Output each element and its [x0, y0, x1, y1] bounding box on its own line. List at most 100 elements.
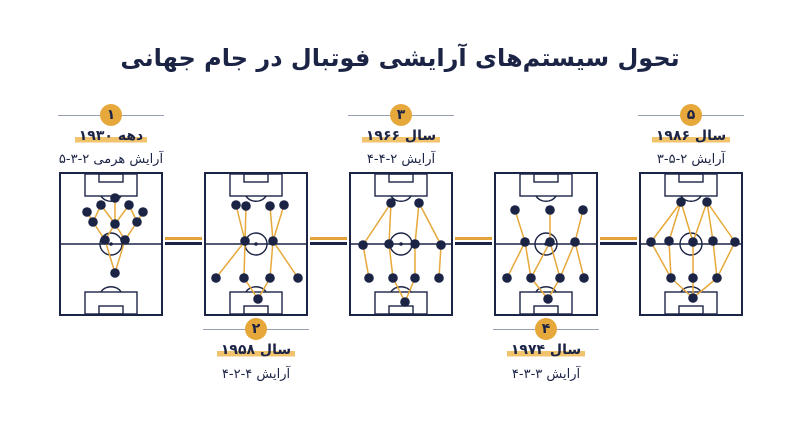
player-dot — [434, 273, 444, 283]
formation-label-5: آرایش ۲-۵-۳ — [656, 152, 726, 167]
player-dot — [132, 217, 142, 227]
player-dot — [231, 200, 241, 210]
player-dot — [240, 236, 250, 246]
goal-box-bottom — [388, 305, 414, 314]
player-dot — [239, 273, 249, 283]
pitch-drawing — [206, 174, 306, 314]
goal-box-top — [388, 174, 414, 183]
player-dot — [543, 294, 553, 304]
penalty-arc-top — [535, 195, 557, 202]
player-dot — [388, 273, 398, 283]
player-dot — [545, 237, 555, 247]
goal-box-top — [533, 174, 559, 183]
player-dot — [510, 205, 520, 215]
era-label-5: سال ۱۹۸۶ — [620, 128, 762, 144]
passing-link — [506, 241, 526, 279]
connector-4-5 — [600, 237, 637, 247]
passing-link — [272, 240, 299, 279]
player-dot — [688, 237, 698, 247]
player-dot — [358, 240, 368, 250]
passing-link — [388, 202, 392, 245]
player-dot — [110, 193, 120, 203]
penalty-arc-bottom — [245, 286, 267, 293]
passing-link — [215, 240, 246, 279]
player-dot — [253, 294, 263, 304]
passing-link — [362, 244, 370, 279]
center-spot — [254, 242, 258, 246]
player-dot — [545, 205, 555, 215]
formation-label-2: آرایش ۴-۲-۴ — [221, 367, 291, 382]
player-dot — [578, 205, 588, 215]
player-dot — [664, 236, 674, 246]
player-dot — [364, 273, 374, 283]
center-circle — [99, 232, 123, 256]
penalty-box-bottom — [519, 291, 573, 314]
player-dot — [410, 239, 420, 249]
penalty-box-top — [84, 174, 138, 197]
player-dot — [676, 197, 686, 207]
player-dot — [579, 273, 589, 283]
player-dot — [688, 273, 698, 283]
player-dot — [82, 207, 92, 217]
penalty-box-bottom — [664, 291, 718, 314]
penalty-arc-top — [390, 195, 412, 202]
passing-link — [574, 209, 584, 243]
goal-box-bottom — [243, 305, 269, 314]
penalty-box-bottom — [374, 291, 428, 314]
era-label-3: سال ۱۹۶۶ — [330, 128, 472, 144]
passing-link — [414, 202, 420, 245]
goal-box-top — [243, 174, 269, 183]
penalty-box-bottom — [84, 291, 138, 314]
player-dot — [730, 237, 740, 247]
player-dot — [110, 219, 120, 229]
goal-box-bottom — [533, 305, 559, 314]
penalty-box-bottom — [229, 291, 283, 314]
player-dot — [138, 207, 148, 217]
passing-link — [114, 239, 126, 274]
player-dot — [666, 273, 676, 283]
passing-link — [362, 202, 392, 246]
passing-link — [706, 201, 736, 243]
passing-link — [716, 241, 736, 279]
player-dot — [702, 197, 712, 207]
passing-link — [680, 201, 694, 243]
goal-box-top — [98, 174, 124, 183]
player-dot — [279, 200, 289, 210]
pitch-1 — [59, 172, 163, 316]
passing-link — [269, 205, 274, 242]
goal-box-top — [678, 174, 704, 183]
step-badge-1: ۱ — [100, 104, 122, 126]
formation-label-1: آرایش هرمی ۲-۳-۵ — [58, 152, 164, 167]
pitch-drawing — [496, 174, 596, 314]
player-dot — [410, 273, 420, 283]
passing-link — [530, 241, 551, 279]
center-spot — [109, 242, 113, 246]
passing-link — [438, 244, 442, 279]
player-dot — [88, 217, 98, 227]
passing-link — [692, 201, 708, 243]
player-dot — [386, 198, 396, 208]
passing-link — [692, 277, 718, 299]
goal-box-bottom — [98, 305, 124, 314]
penalty-arc-bottom — [535, 286, 557, 293]
passing-link — [712, 240, 718, 279]
player-dot — [384, 239, 394, 249]
passing-link — [650, 241, 672, 279]
player-dot — [502, 273, 512, 283]
era-label-4: سال ۱۹۷۴ — [475, 342, 617, 358]
passing-link — [244, 205, 247, 242]
player-dot — [570, 237, 580, 247]
passing-link — [650, 201, 682, 243]
formation-label-3: آرایش ۲-۴-۴ — [366, 152, 436, 167]
player-dot — [646, 237, 656, 247]
passing-link — [524, 241, 532, 279]
player-dot — [712, 273, 722, 283]
passing-link — [235, 204, 246, 242]
passing-link — [514, 209, 526, 243]
center-circle — [534, 232, 558, 256]
passing-link — [670, 277, 694, 299]
penalty-arc-top — [245, 195, 267, 202]
passing-link — [418, 202, 442, 246]
passing-link — [668, 201, 682, 242]
player-dot — [100, 235, 110, 245]
